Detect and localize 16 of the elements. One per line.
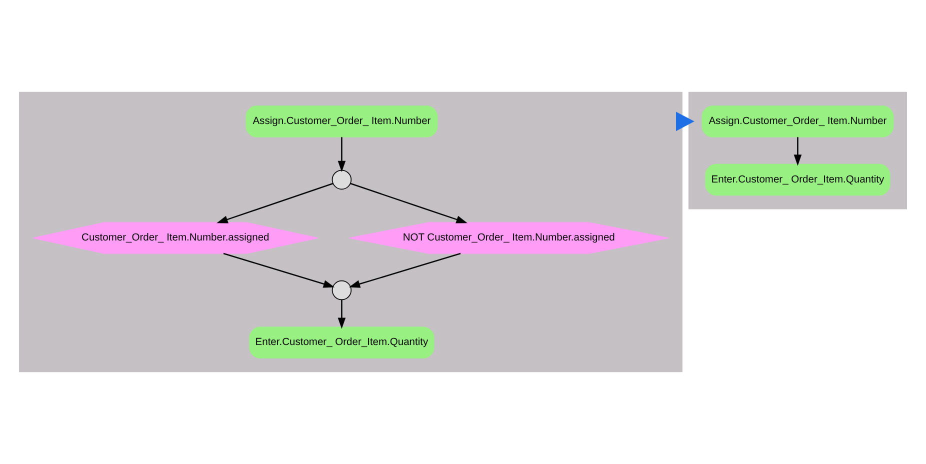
node-box: Enter.Customer_ Order_Item.Quantity (705, 164, 890, 196)
arrow (348, 252, 461, 288)
node-circle (332, 170, 352, 190)
arrow (676, 112, 694, 132)
arrow (350, 182, 468, 224)
arrow (338, 300, 346, 329)
arrow (223, 252, 335, 288)
cluster (688, 92, 907, 210)
arrow (216, 182, 334, 224)
node-box: Assign.Customer_Order_ Item.Number (246, 106, 438, 138)
node-box: Enter.Customer_ Order_Item.Quantity (249, 326, 434, 358)
node-box: Assign.Customer_Order_ Item.Number (702, 106, 894, 138)
arrow (338, 137, 346, 172)
arrow (794, 137, 802, 166)
node-circle (332, 280, 352, 300)
cluster (19, 92, 682, 372)
